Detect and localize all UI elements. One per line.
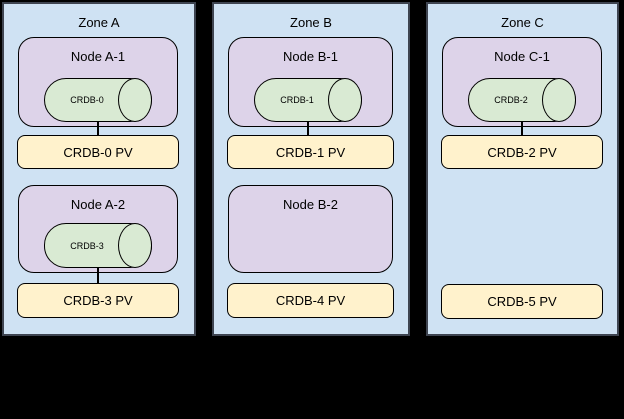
node-b1-label: Node B-1: [283, 49, 338, 64]
cylinder-cap: [542, 78, 576, 122]
crdb-3-pv-label: CRDB-3 PV: [63, 293, 133, 308]
node-c1-label: Node C-1: [494, 49, 550, 64]
crdb-0-pv-box: CRDB-0 PV: [17, 135, 179, 169]
cylinder-cap: [328, 78, 362, 122]
connector-line: [97, 268, 99, 283]
crdb-2-pv-label: CRDB-2 PV: [487, 144, 557, 160]
crdb-2-label: CRDB-2: [494, 95, 528, 105]
crdb-0-pv-label: CRDB-0 PV: [63, 144, 133, 160]
zone-a-box: Zone A Node A-1 CRDB-0 CRDB-0 PV Node A-…: [2, 2, 196, 336]
crdb-1-pv-label: CRDB-1 PV: [275, 144, 346, 160]
cylinder-cap: [118, 223, 152, 268]
crdb-2-pv-box: CRDB-2 PV: [441, 135, 603, 169]
zone-a-title: Zone A: [78, 15, 120, 30]
zone-b-box: Zone B Node B-1 CRDB-1 CRDB-1 PV Node B-…: [212, 2, 410, 336]
connector-line: [521, 122, 523, 135]
crdb-1-label: CRDB-1: [280, 95, 314, 105]
crdb-0-label: CRDB-0: [70, 95, 104, 105]
crdb-3-pv-box: CRDB-3 PV: [17, 283, 179, 318]
crdb-4-pv-box: CRDB-4 PV: [227, 283, 394, 318]
node-b2-box: Node B-2: [228, 185, 393, 273]
crdb-5-pv-label: CRDB-5 PV: [487, 294, 557, 309]
crdb-4-pv-label: CRDB-4 PV: [275, 293, 346, 308]
connector-line: [97, 122, 99, 135]
zone-b-title: Zone B: [290, 15, 332, 30]
crdb-1-cylinder: CRDB-1: [254, 78, 362, 122]
zone-c-box: Zone C Node C-1 CRDB-2 CRDB-2 PV CRDB-5 …: [426, 2, 619, 336]
node-b2-label: Node B-2: [283, 197, 338, 212]
crdb-3-cylinder: CRDB-3: [44, 223, 152, 268]
zone-c-title: Zone C: [501, 15, 544, 30]
crdb-5-pv-box: CRDB-5 PV: [441, 284, 603, 319]
cylinder-cap: [118, 78, 152, 122]
crdb-0-cylinder: CRDB-0: [44, 78, 152, 122]
crdb-3-label: CRDB-3: [70, 240, 104, 251]
crdb-2-cylinder: CRDB-2: [468, 78, 576, 122]
node-a1-label: Node A-1: [70, 49, 126, 64]
node-a2-label: Node A-2: [70, 197, 126, 212]
node-b1-box: Node B-1: [228, 37, 393, 127]
connector-line: [307, 122, 309, 135]
crdb-1-pv-box: CRDB-1 PV: [227, 135, 394, 169]
